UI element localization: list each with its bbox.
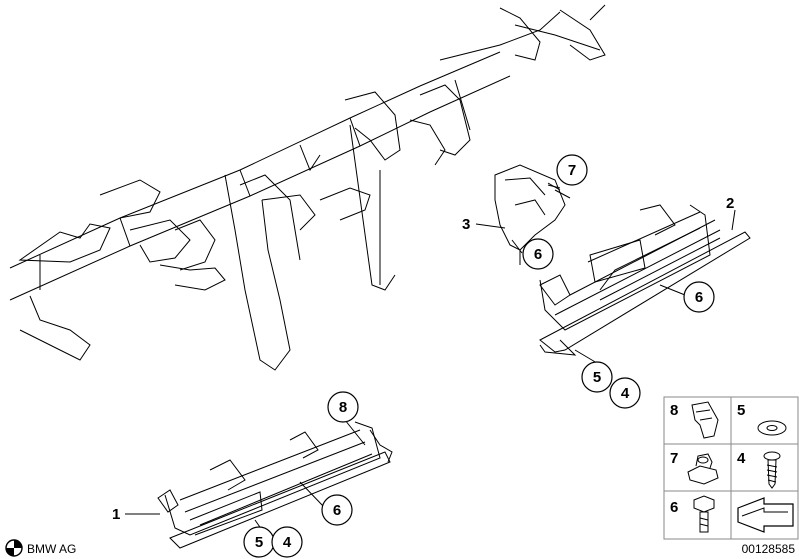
diagram-id: 00128585: [742, 542, 796, 556]
callout-2: 2: [726, 195, 734, 212]
clip-icon: [691, 401, 719, 439]
screw-icon: [763, 451, 781, 489]
callout-4-lower: 4: [271, 526, 303, 558]
direction-arrow-icon: [737, 497, 794, 533]
svg-text:2: 2: [726, 195, 734, 212]
svg-text:6: 6: [534, 246, 542, 263]
svg-text:5: 5: [737, 402, 745, 419]
svg-text:4: 4: [621, 385, 630, 402]
washer-icon: [757, 420, 787, 436]
nut-icon: [687, 453, 719, 485]
brand-label: BMW AG: [27, 542, 76, 556]
svg-text:1: 1: [112, 506, 120, 523]
legend-cell-5: 5: [737, 402, 787, 436]
legend-cell-4: 4: [737, 450, 781, 489]
parts-legend: 8 5 7 4: [663, 396, 799, 540]
svg-text:4: 4: [737, 450, 746, 467]
callout-8: 8: [327, 391, 359, 423]
svg-text:5: 5: [255, 534, 263, 551]
legend-cell-6: 6: [670, 495, 715, 533]
callout-6-upper: 6: [683, 281, 715, 313]
legend-cell-8: 8: [670, 401, 719, 439]
cross-beam-structure: [9, 4, 606, 371]
svg-text:6: 6: [333, 502, 341, 519]
callout-5-lower: 5: [243, 526, 275, 558]
svg-text:7: 7: [568, 162, 576, 179]
callout-7: 7: [556, 154, 588, 186]
upper-storage-assembly: [539, 204, 751, 356]
svg-text:8: 8: [339, 399, 347, 416]
svg-text:7: 7: [670, 450, 678, 467]
svg-text:5: 5: [593, 369, 601, 386]
callout-3: 3: [462, 216, 470, 233]
callout-4-upper: 4: [609, 377, 641, 409]
svg-text:3: 3: [462, 216, 470, 233]
lower-storage-assembly: [157, 421, 393, 549]
bmw-logo: [5, 539, 23, 557]
leader-lines: [125, 184, 736, 531]
svg-text:6: 6: [670, 499, 678, 516]
callout-6-lower: 6: [321, 494, 353, 526]
callout-1: 1: [112, 506, 120, 523]
svg-text:6: 6: [695, 289, 703, 306]
svg-text:4: 4: [283, 534, 292, 551]
legend-cell-7: 7: [670, 450, 719, 485]
callout-5-upper: 5: [581, 361, 613, 393]
svg-text:8: 8: [670, 402, 678, 419]
callout-6-bracket: 6: [522, 238, 554, 270]
bolt-icon: [693, 495, 715, 533]
